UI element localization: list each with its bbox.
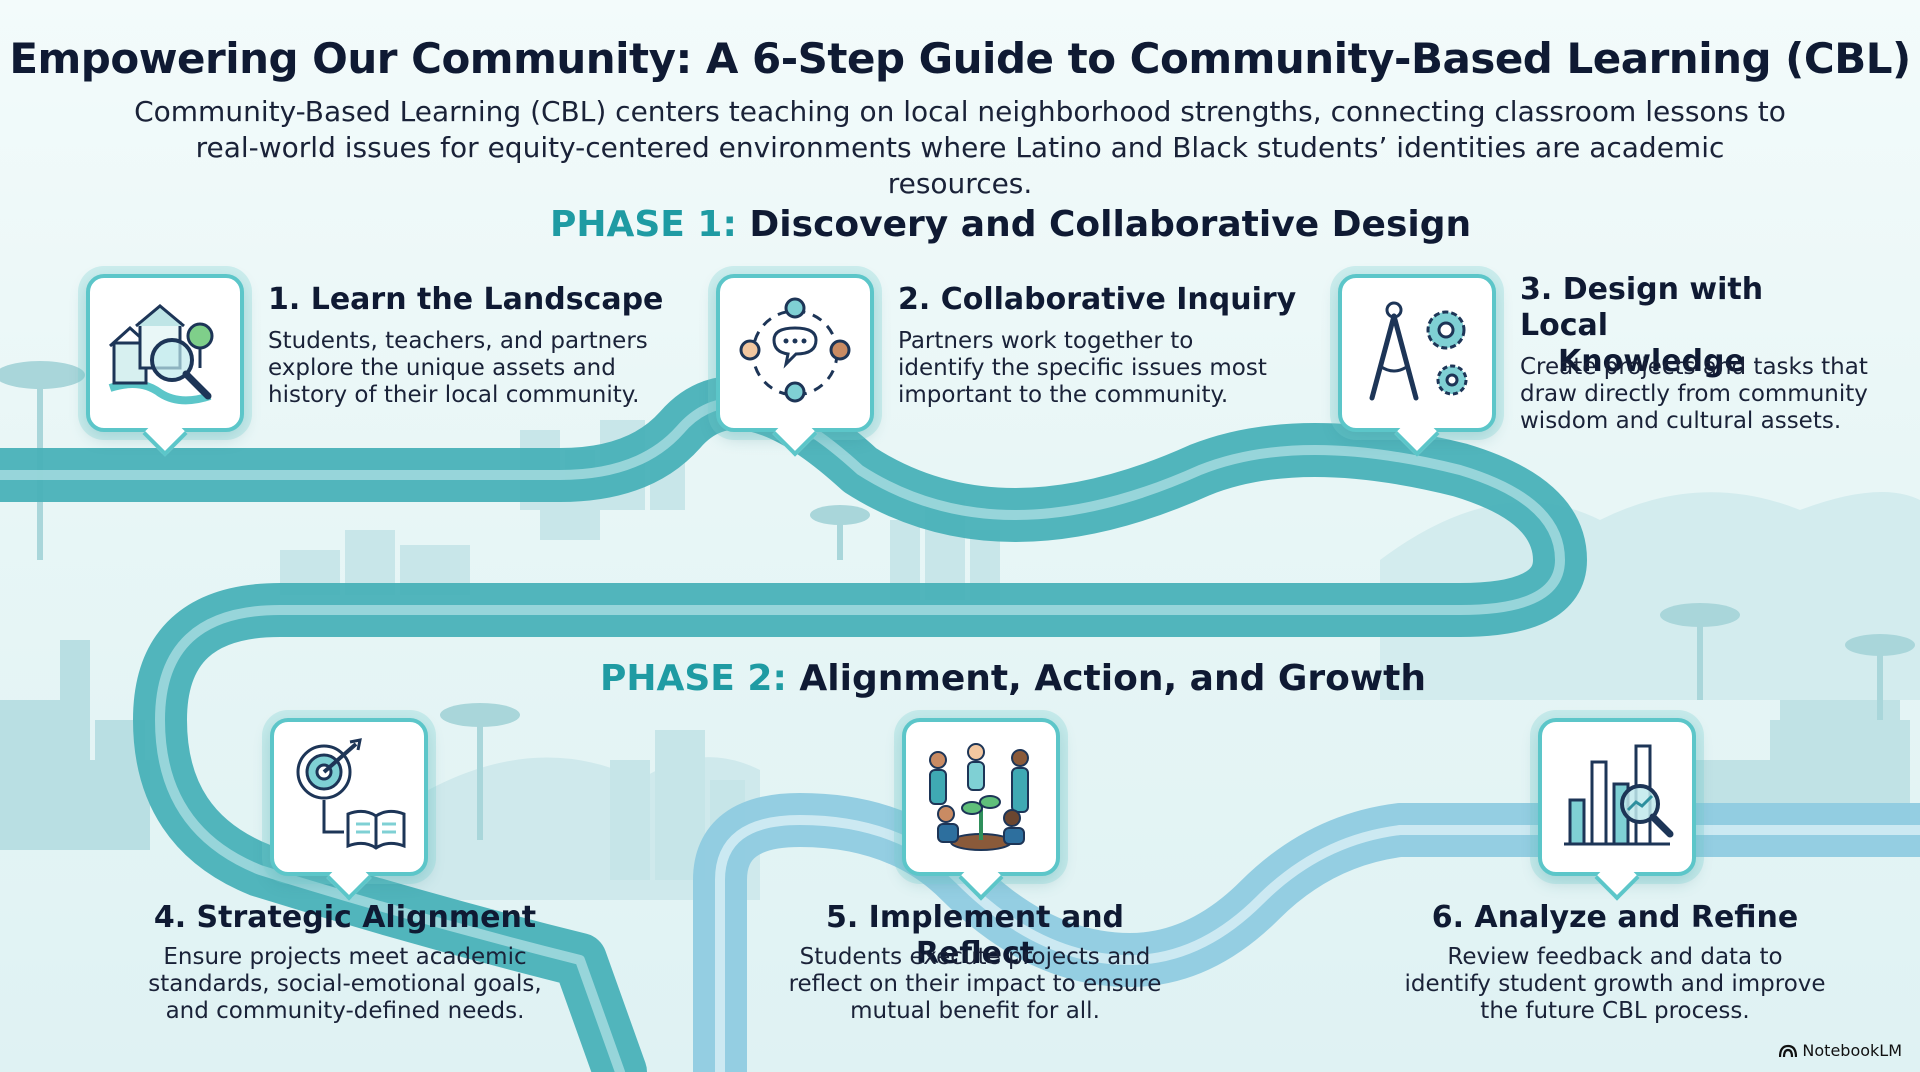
step-3-title-line-1: 3. Design with Local: [1520, 272, 1764, 343]
step-2-desc-line-2: identify the specific issues most: [898, 355, 1267, 381]
step-2-title: 2. Collaborative Inquiry: [898, 282, 1297, 317]
phase-2-label: Alignment, Action, and Growth: [799, 658, 1427, 699]
step-4-description: Ensure projects meet academic standards,…: [120, 944, 570, 1025]
step-4-title: 4. Strategic Alignment: [153, 900, 537, 935]
bar-chart-magnifier-icon: [1564, 744, 1674, 846]
step-5-title: 5. Implement and Reflect: [825, 900, 1125, 971]
step-5-desc-line-2: reflect on their impact to ensure: [788, 971, 1162, 997]
step-4-icon-box: [270, 718, 428, 876]
step-2-description: Partners work together to identify the s…: [898, 328, 1267, 409]
step-3-title-line-2: Knowledge: [1558, 344, 1745, 379]
step-2-desc-line-3: important to the community.: [898, 382, 1229, 408]
step-5-icon-box: [902, 718, 1060, 876]
step-3-description: Create projects and tasks that draw dire…: [1520, 354, 1868, 435]
step-6-title: 6. Analyze and Refine: [1431, 900, 1799, 935]
step-4-desc-line-2: standards, social-emotional goals,: [148, 971, 542, 997]
step-1-desc-line-3: history of their local community.: [268, 382, 640, 408]
step-5-description: Students execute projects and reflect on…: [750, 944, 1200, 1025]
notebooklm-brand: NotebookLM: [1779, 1041, 1902, 1060]
step-1-title: 1. Learn the Landscape: [268, 282, 664, 317]
step-2-desc-line-1: Partners work together to: [898, 328, 1194, 354]
subtitle-line-2: real-world issues for equity-centered en…: [195, 131, 1725, 200]
compass-gears-icon: [1369, 301, 1468, 401]
step-5-desc-line-3: mutual benefit for all.: [850, 998, 1100, 1024]
step-1-description: Students, teachers, and partners explore…: [268, 328, 648, 409]
step-3-desc-line-1: Create projects and tasks that: [1520, 354, 1868, 380]
neighborhood-magnifier-icon: [108, 304, 214, 405]
brand-label: NotebookLM: [1802, 1041, 1902, 1060]
people-discussion-icon: [739, 297, 851, 403]
step-4-desc-line-3: and community-defined needs.: [165, 998, 525, 1024]
step-2-icon-box: [716, 274, 874, 432]
step-6-description: Review feedback and data to identify stu…: [1390, 944, 1840, 1025]
step-5-desc-line-1: Students execute projects and: [799, 944, 1151, 970]
phase-1-label: Discovery and Collaborative Design: [749, 204, 1472, 245]
phase-1-heading: PHASE 1: Discovery and Collaborative Des…: [550, 204, 1471, 245]
step-6-desc-line-3: the future CBL process.: [1480, 998, 1750, 1024]
notebooklm-logo-icon: [1779, 1044, 1798, 1057]
phase-1-key: PHASE 1:: [550, 204, 737, 245]
page-title: Empowering Our Community: A 6-Step Guide…: [9, 34, 1911, 83]
students-planting-icon: [929, 743, 1029, 851]
step-3-desc-line-2: draw directly from community: [1520, 381, 1868, 407]
target-book-icon: [296, 738, 406, 850]
step-4-desc-line-1: Ensure projects meet academic: [163, 944, 527, 970]
page-subtitle: Community-Based Learning (CBL) centers t…: [130, 94, 1790, 202]
step-3-icon-box: [1338, 274, 1496, 432]
step-3-desc-line-3: wisdom and cultural assets.: [1520, 408, 1842, 434]
step-6-desc-line-2: identify student growth and improve: [1404, 971, 1826, 997]
step-6-desc-line-1: Review feedback and data to: [1447, 944, 1783, 970]
step-1-desc-line-1: Students, teachers, and partners: [268, 328, 648, 354]
subtitle-line-1: Community-Based Learning (CBL) centers t…: [134, 95, 1786, 128]
phase-2-heading: PHASE 2: Alignment, Action, and Growth: [600, 658, 1426, 699]
step-6-icon-box: [1538, 718, 1696, 876]
step-1-desc-line-2: explore the unique assets and: [268, 355, 616, 381]
step-1-icon-box: [86, 274, 244, 432]
step-3-title: 3. Design with Local Knowledge: [1520, 272, 1820, 380]
phase-2-key: PHASE 2:: [600, 658, 787, 699]
